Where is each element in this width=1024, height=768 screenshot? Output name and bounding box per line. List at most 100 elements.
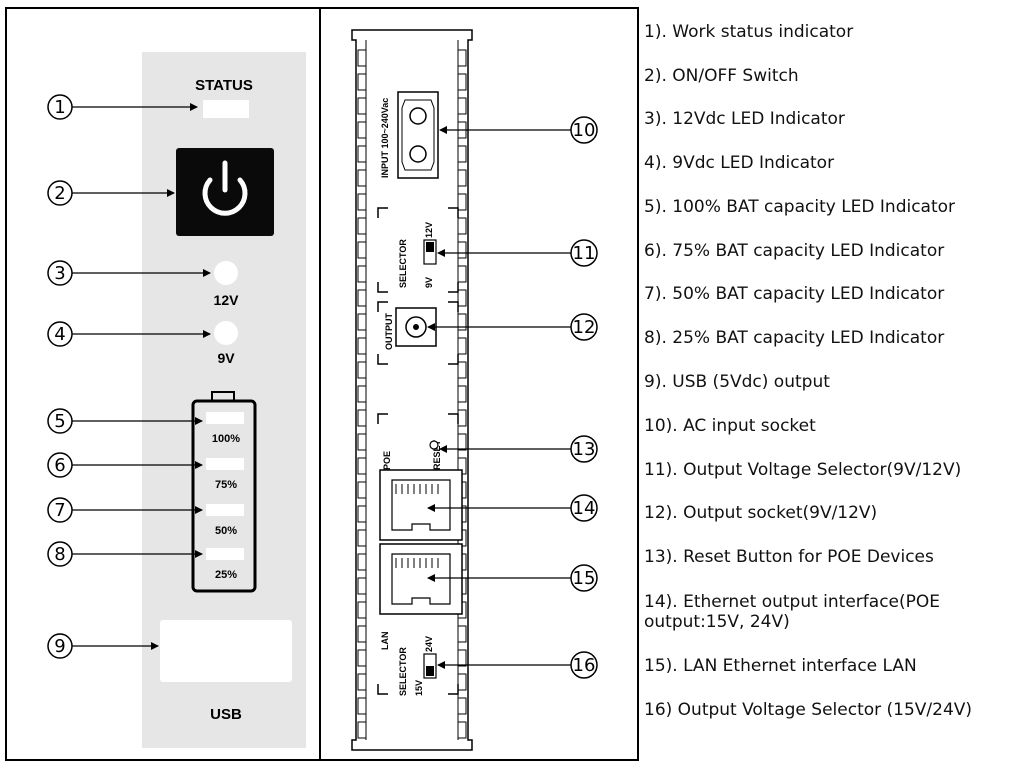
lan-rj45-cavity — [391, 553, 451, 605]
cooling-fin — [357, 121, 367, 139]
led-75 — [206, 458, 244, 470]
selector-9v-label: 9V — [424, 277, 434, 288]
legend-item-10: 10). AC input socket — [644, 416, 816, 436]
cooling-fin — [357, 265, 367, 283]
back-panel: INPUT 100~240Vac SELECTOR 9V 12V OUTPUT … — [351, 29, 473, 751]
cooling-fin — [457, 49, 467, 67]
callout-11: 11 — [437, 239, 598, 267]
device-diagram: STATUS 12V 9V 100% 75% 50% 25% USB 1 2 — [5, 7, 639, 761]
callout-4: 4 — [47, 321, 211, 347]
cooling-fin — [357, 553, 367, 571]
front-panel: STATUS 12V 9V 100% 75% 50% 25% USB — [142, 52, 306, 748]
lan-port-pins — [395, 558, 439, 568]
cooling-fin — [457, 673, 467, 691]
cooling-fin — [357, 601, 367, 619]
poe-label: POE — [382, 451, 392, 470]
label-9v: 9V — [217, 350, 235, 366]
cooling-fin — [457, 697, 467, 715]
cooling-fin — [457, 265, 467, 283]
label-50: 50% — [215, 525, 237, 537]
poe-voltage-selector-knob — [426, 666, 434, 676]
output-label: OUTPUT — [384, 313, 394, 351]
selector2-label: SELECTOR — [398, 647, 408, 696]
poe-bracket — [377, 413, 459, 424]
legend-item-3: 3). 12Vdc LED Indicator — [644, 109, 845, 129]
label-75: 75% — [215, 479, 237, 491]
callout-10-label: 10 — [573, 120, 596, 141]
cooling-fin — [357, 361, 367, 379]
label-100: 100% — [212, 433, 240, 445]
callout-7: 7 — [47, 497, 203, 523]
cooling-fin — [457, 337, 467, 355]
cooling-fin — [457, 289, 467, 307]
callout-2-label: 2 — [54, 183, 65, 204]
legend-item-2: 2). ON/OFF Switch — [644, 66, 799, 86]
poe-rj45-cavity — [391, 479, 451, 531]
callout-15-label: 15 — [573, 568, 596, 589]
voltage-selector-knob — [426, 242, 434, 252]
selector-label: SELECTOR — [398, 239, 408, 288]
cooling-fin — [357, 721, 367, 739]
battery-outline — [191, 399, 257, 593]
callout-5-label: 5 — [54, 411, 65, 432]
callout-1-label: 1 — [54, 97, 65, 118]
cooling-fin — [357, 625, 367, 643]
selector2-bracket — [377, 684, 459, 695]
legend-item-1: 1). Work status indicator — [644, 22, 854, 42]
selector-24v-label: 24V — [424, 636, 434, 652]
callout-16: 16 — [437, 651, 598, 679]
led-50 — [206, 504, 244, 516]
status-indicator — [203, 100, 249, 118]
led-12v — [214, 261, 238, 285]
callout-4-label: 4 — [54, 324, 65, 345]
ac-pin-bottom — [409, 145, 427, 163]
callout-9: 9 — [47, 633, 159, 659]
cooling-fin — [357, 649, 367, 667]
callout-3-label: 3 — [54, 263, 65, 284]
callout-8-label: 8 — [54, 544, 65, 565]
legend-item-6: 6). 75% BAT capacity LED Indicator — [644, 241, 945, 261]
cooling-fin — [457, 433, 467, 451]
cooling-fin — [357, 577, 367, 595]
legend-item-16: 16) Output Voltage Selector (15V/24V) — [644, 700, 973, 720]
outer-frame — [5, 7, 639, 761]
callout-16-label: 16 — [573, 655, 596, 676]
cooling-fin — [357, 481, 367, 499]
cooling-fin — [357, 433, 367, 451]
callout-8: 8 — [47, 541, 203, 567]
output-socket-pin — [413, 324, 419, 330]
legend-item-12: 12). Output socket(9V/12V) — [644, 503, 878, 523]
cooling-fin — [457, 385, 467, 403]
reset-button — [429, 440, 439, 450]
callout-15: 15 — [427, 564, 598, 592]
cooling-fin — [457, 625, 467, 643]
cooling-fin — [457, 73, 467, 91]
callout-10: 10 — [439, 116, 598, 144]
cooling-fin — [357, 697, 367, 715]
usb-port — [160, 620, 292, 682]
cooling-fin — [357, 193, 367, 211]
reset-label: RESET — [432, 439, 442, 470]
legend-item-4: 4). 9Vdc LED Indicator — [644, 153, 835, 173]
legend-item-8: 8). 25% BAT capacity LED Indicator — [644, 328, 945, 348]
poe-port-pins — [395, 484, 439, 494]
callout-13: 13 — [439, 435, 598, 463]
cooling-fin — [457, 169, 467, 187]
input-label: INPUT 100~240Vac — [380, 98, 390, 178]
callout-2: 2 — [47, 180, 175, 206]
callout-1: 1 — [47, 94, 198, 120]
legend-item-14: 14). Ethernet output interface(POE outpu… — [644, 592, 941, 632]
power-icon — [202, 160, 248, 216]
cooling-fin — [357, 313, 367, 331]
usb-label: USB — [210, 706, 242, 723]
callout-5: 5 — [47, 408, 203, 434]
callout-9-label: 9 — [54, 636, 65, 657]
callout-13-label: 13 — [573, 439, 596, 460]
cooling-fin — [357, 505, 367, 523]
selector-bracket — [377, 207, 459, 293]
label-12v: 12V — [214, 292, 240, 308]
legend-item-9: 9). USB (5Vdc) output — [644, 372, 830, 392]
lan-label: LAN — [380, 632, 390, 651]
cooling-fin — [457, 193, 467, 211]
cooling-fin — [357, 673, 367, 691]
